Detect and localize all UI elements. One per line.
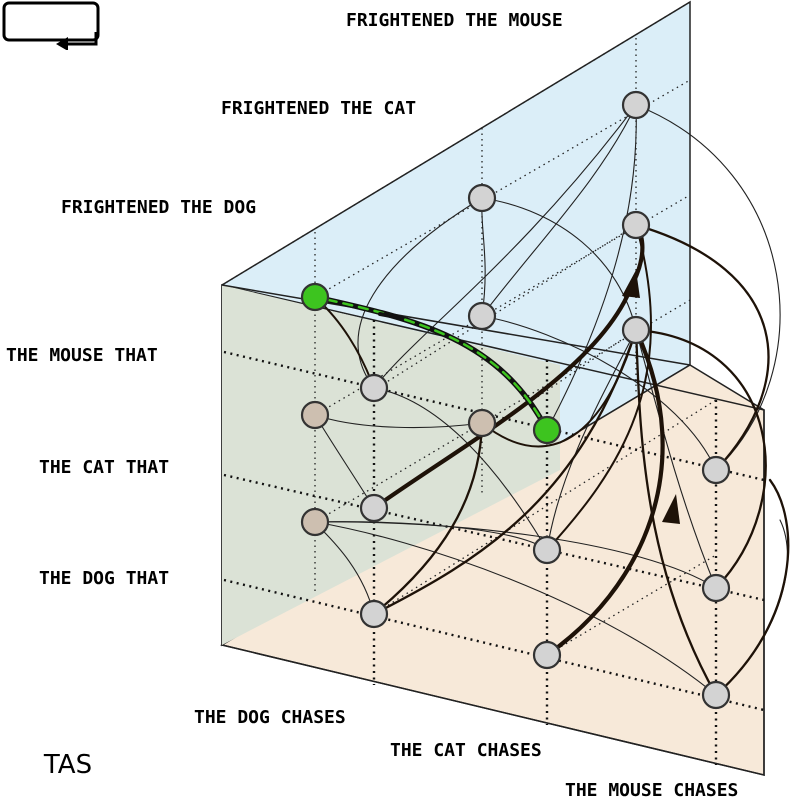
plane-edge [221, 284, 691, 366]
thick-arrowhead [662, 494, 680, 524]
label-cat-chases: THE CAT CHASES [390, 740, 542, 761]
that-plane-fill [222, 285, 560, 645]
axis-labels: FRIGHTENED THE MOUSE FRIGHTENED THE CAT … [6, 10, 738, 801]
tas-logo [2, 1, 100, 50]
state-node [359, 599, 389, 629]
thick-arrowhead [622, 270, 640, 298]
active-node [532, 415, 562, 445]
label-frightened-cat: FRIGHTENED THE CAT [221, 98, 416, 119]
label-cat-that: THE CAT THAT [39, 457, 169, 478]
state-node-dim [300, 507, 330, 537]
state-node [621, 315, 651, 345]
label-frightened-dog: FRIGHTENED THE DOG [61, 197, 256, 218]
state-node [701, 455, 731, 485]
state-node [467, 183, 497, 213]
state-node [532, 535, 562, 565]
state-node [359, 493, 389, 523]
state-node [701, 680, 731, 710]
active-node [300, 282, 330, 312]
label-frightened-mouse: FRIGHTENED THE MOUSE [346, 10, 563, 31]
label-mouse-that: THE MOUSE THAT [6, 345, 158, 366]
state-node-dim [467, 408, 497, 438]
state-node [621, 210, 651, 240]
state-node [467, 301, 497, 331]
thick-edges [371, 222, 680, 658]
tas-logo-text: TAS [43, 750, 93, 780]
label-dog-that: THE DOG THAT [39, 568, 169, 589]
state-node [532, 640, 562, 670]
label-mouse-chases: THE MOUSE CHASES [565, 780, 738, 801]
highlight-path [312, 294, 550, 433]
medium-edges [314, 220, 790, 697]
state-node-dim [300, 400, 330, 430]
state-node [701, 573, 731, 603]
state-nodes [300, 90, 731, 710]
state-node [621, 90, 651, 120]
label-dog-chases: THE DOG CHASES [194, 707, 346, 728]
state-node [359, 373, 389, 403]
